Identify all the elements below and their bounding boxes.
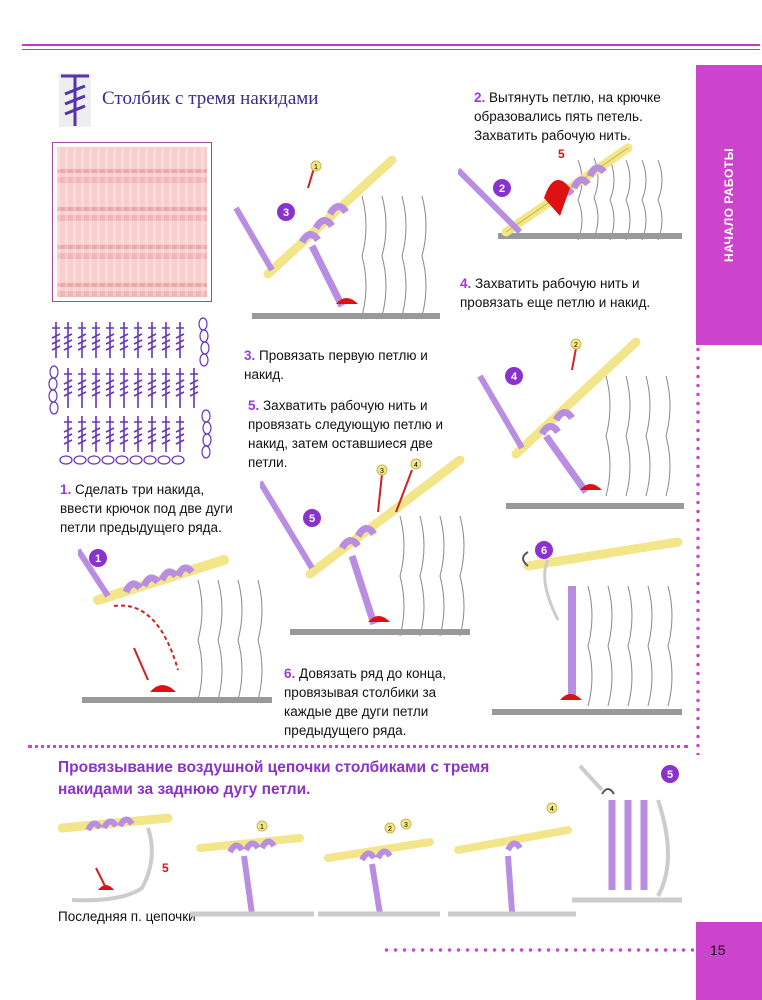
step-5-number: 5. <box>248 398 260 413</box>
sample-texture <box>57 147 207 297</box>
step-1-illustration: 1 <box>78 548 272 703</box>
bottom-mark-4: 4 <box>550 806 554 813</box>
step-5-mark-b: 4 <box>414 462 418 469</box>
step-2-description: Вытянуть петлю, на крючке образовались п… <box>474 90 661 143</box>
section-tab: НАЧАЛО РАБОТЫ <box>696 65 762 345</box>
bottom-mark-5: 5 <box>162 861 169 875</box>
page-number: 15 <box>710 942 726 958</box>
chain-illustration-3: 2 3 <box>318 818 440 917</box>
step-1-badge: 1 <box>95 553 101 565</box>
knitted-sample-photo <box>52 142 212 302</box>
chain-illustration-2: 1 <box>190 820 314 917</box>
step-6-badge: 6 <box>541 545 547 557</box>
dotted-divider-bottom <box>382 948 694 952</box>
chain-illustration-start: 5 <box>58 813 173 903</box>
chain-illustration-5: 5 <box>572 764 682 903</box>
step-3-illustration: 1 3 <box>233 156 440 319</box>
step-3-mark: 1 <box>314 164 318 171</box>
top-rule-thin <box>22 49 760 50</box>
bottom-mark-3: 3 <box>404 822 408 829</box>
step-2-mark: 5 <box>558 147 565 161</box>
step-3-text: 3. Провязать первую петлю и накид. <box>244 346 444 384</box>
bottom-mark-1: 1 <box>260 824 264 831</box>
step-6-number: 6. <box>284 666 296 681</box>
step-1-description: Сделать три накида, ввести крючок под дв… <box>60 482 233 535</box>
section-tab-label: НАЧАЛО РАБОТЫ <box>722 148 736 262</box>
dotted-divider-vertical <box>696 345 700 755</box>
step-1-text: 1. Сделать три накида, ввести крючок под… <box>60 480 250 537</box>
bottom-mark-2: 2 <box>388 826 392 833</box>
step-3-description: Провязать первую петлю и накид. <box>244 348 428 382</box>
step-3-number: 3. <box>244 348 256 363</box>
bottom-badge: 5 <box>667 769 673 781</box>
stitch-symbol-icon <box>56 70 94 130</box>
step-2-number: 2. <box>474 90 486 105</box>
step-4-text: 4. Захватить рабочую нить и провязать ещ… <box>460 274 692 312</box>
step-4-description: Захватить рабочую нить и провязать еще п… <box>460 276 651 310</box>
top-rule <box>22 44 760 46</box>
chain-illustration-4: 4 <box>448 802 576 917</box>
step-4-number: 4. <box>460 276 472 291</box>
step-1-number: 1. <box>60 482 72 497</box>
step-4-badge: 4 <box>511 371 518 383</box>
step-3-badge: 3 <box>283 207 289 219</box>
crochet-chart-diagram <box>48 317 212 465</box>
step-2-badge: 2 <box>499 183 505 195</box>
step-5-mark-a: 3 <box>380 468 384 475</box>
step-2-illustration: 2 5 <box>458 143 682 241</box>
step-5-badge: 5 <box>309 513 315 525</box>
step-4-illustration: 2 4 <box>477 337 684 509</box>
step-4-mark: 2 <box>574 342 578 349</box>
last-chain-caption: Последняя п. цепочки <box>58 909 196 924</box>
dotted-divider-middle <box>28 745 688 748</box>
step-5-text: 5. Захватить рабочую нить и провязать сл… <box>248 396 458 472</box>
step-2-text: 2. Вытянуть петлю, на крючке образовалис… <box>474 88 694 145</box>
page-number-box: 15 <box>696 922 762 1000</box>
step-5-illustration: 3 4 5 <box>260 456 470 637</box>
step-6-illustration: 6 <box>492 537 683 715</box>
step-6-description: Довязать ряд до конца, провязывая столби… <box>284 666 446 738</box>
step-6-text: 6. Довязать ряд до конца, провязывая сто… <box>284 664 466 740</box>
bottom-section-title: Провязывание воздушной цепочки столбикам… <box>58 759 490 798</box>
page-title: Столбик с тремя накидами <box>102 88 319 109</box>
step-5-description: Захватить рабочую нить и провязать следу… <box>248 398 444 470</box>
